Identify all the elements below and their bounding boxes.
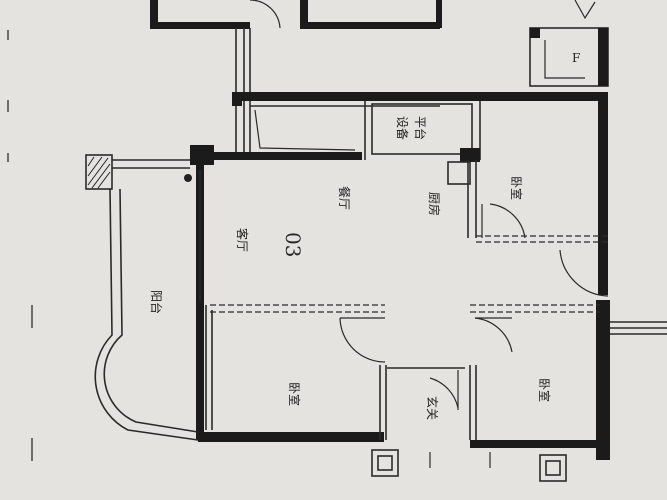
label-bedroom-right: 卧室 <box>537 378 552 402</box>
label-bedroom-top: 卧室 <box>509 176 524 200</box>
partitions <box>199 160 608 440</box>
room-labels: 客厅 03 餐厅 阳台 卧室 卧室 卧室 厨房 玄关 设备 平台 <box>149 116 552 420</box>
label-balcony: 阳台 <box>149 290 164 314</box>
label-living: 客厅 <box>235 228 250 252</box>
right-stub <box>610 321 667 335</box>
closet-f: F <box>529 27 609 87</box>
label-equipment-1: 设备 <box>395 116 409 140</box>
label-bedroom-left: 卧室 <box>287 382 302 406</box>
window-stubs <box>371 449 567 482</box>
main-walls <box>190 95 610 460</box>
upper-band <box>232 92 608 160</box>
label-kitchen: 厨房 <box>427 192 442 216</box>
balcony-outline <box>85 154 199 441</box>
door-swings <box>339 203 609 410</box>
label-equipment-2: 平台 <box>413 116 428 140</box>
label-dining: 餐厅 <box>337 186 352 210</box>
label-foyer: 玄关 <box>425 396 440 420</box>
service-shaft <box>235 28 251 155</box>
margin-ticks <box>7 30 33 461</box>
closet-mark: F <box>572 51 580 65</box>
unit-number: 03 <box>281 232 305 257</box>
top-structures <box>150 0 596 29</box>
